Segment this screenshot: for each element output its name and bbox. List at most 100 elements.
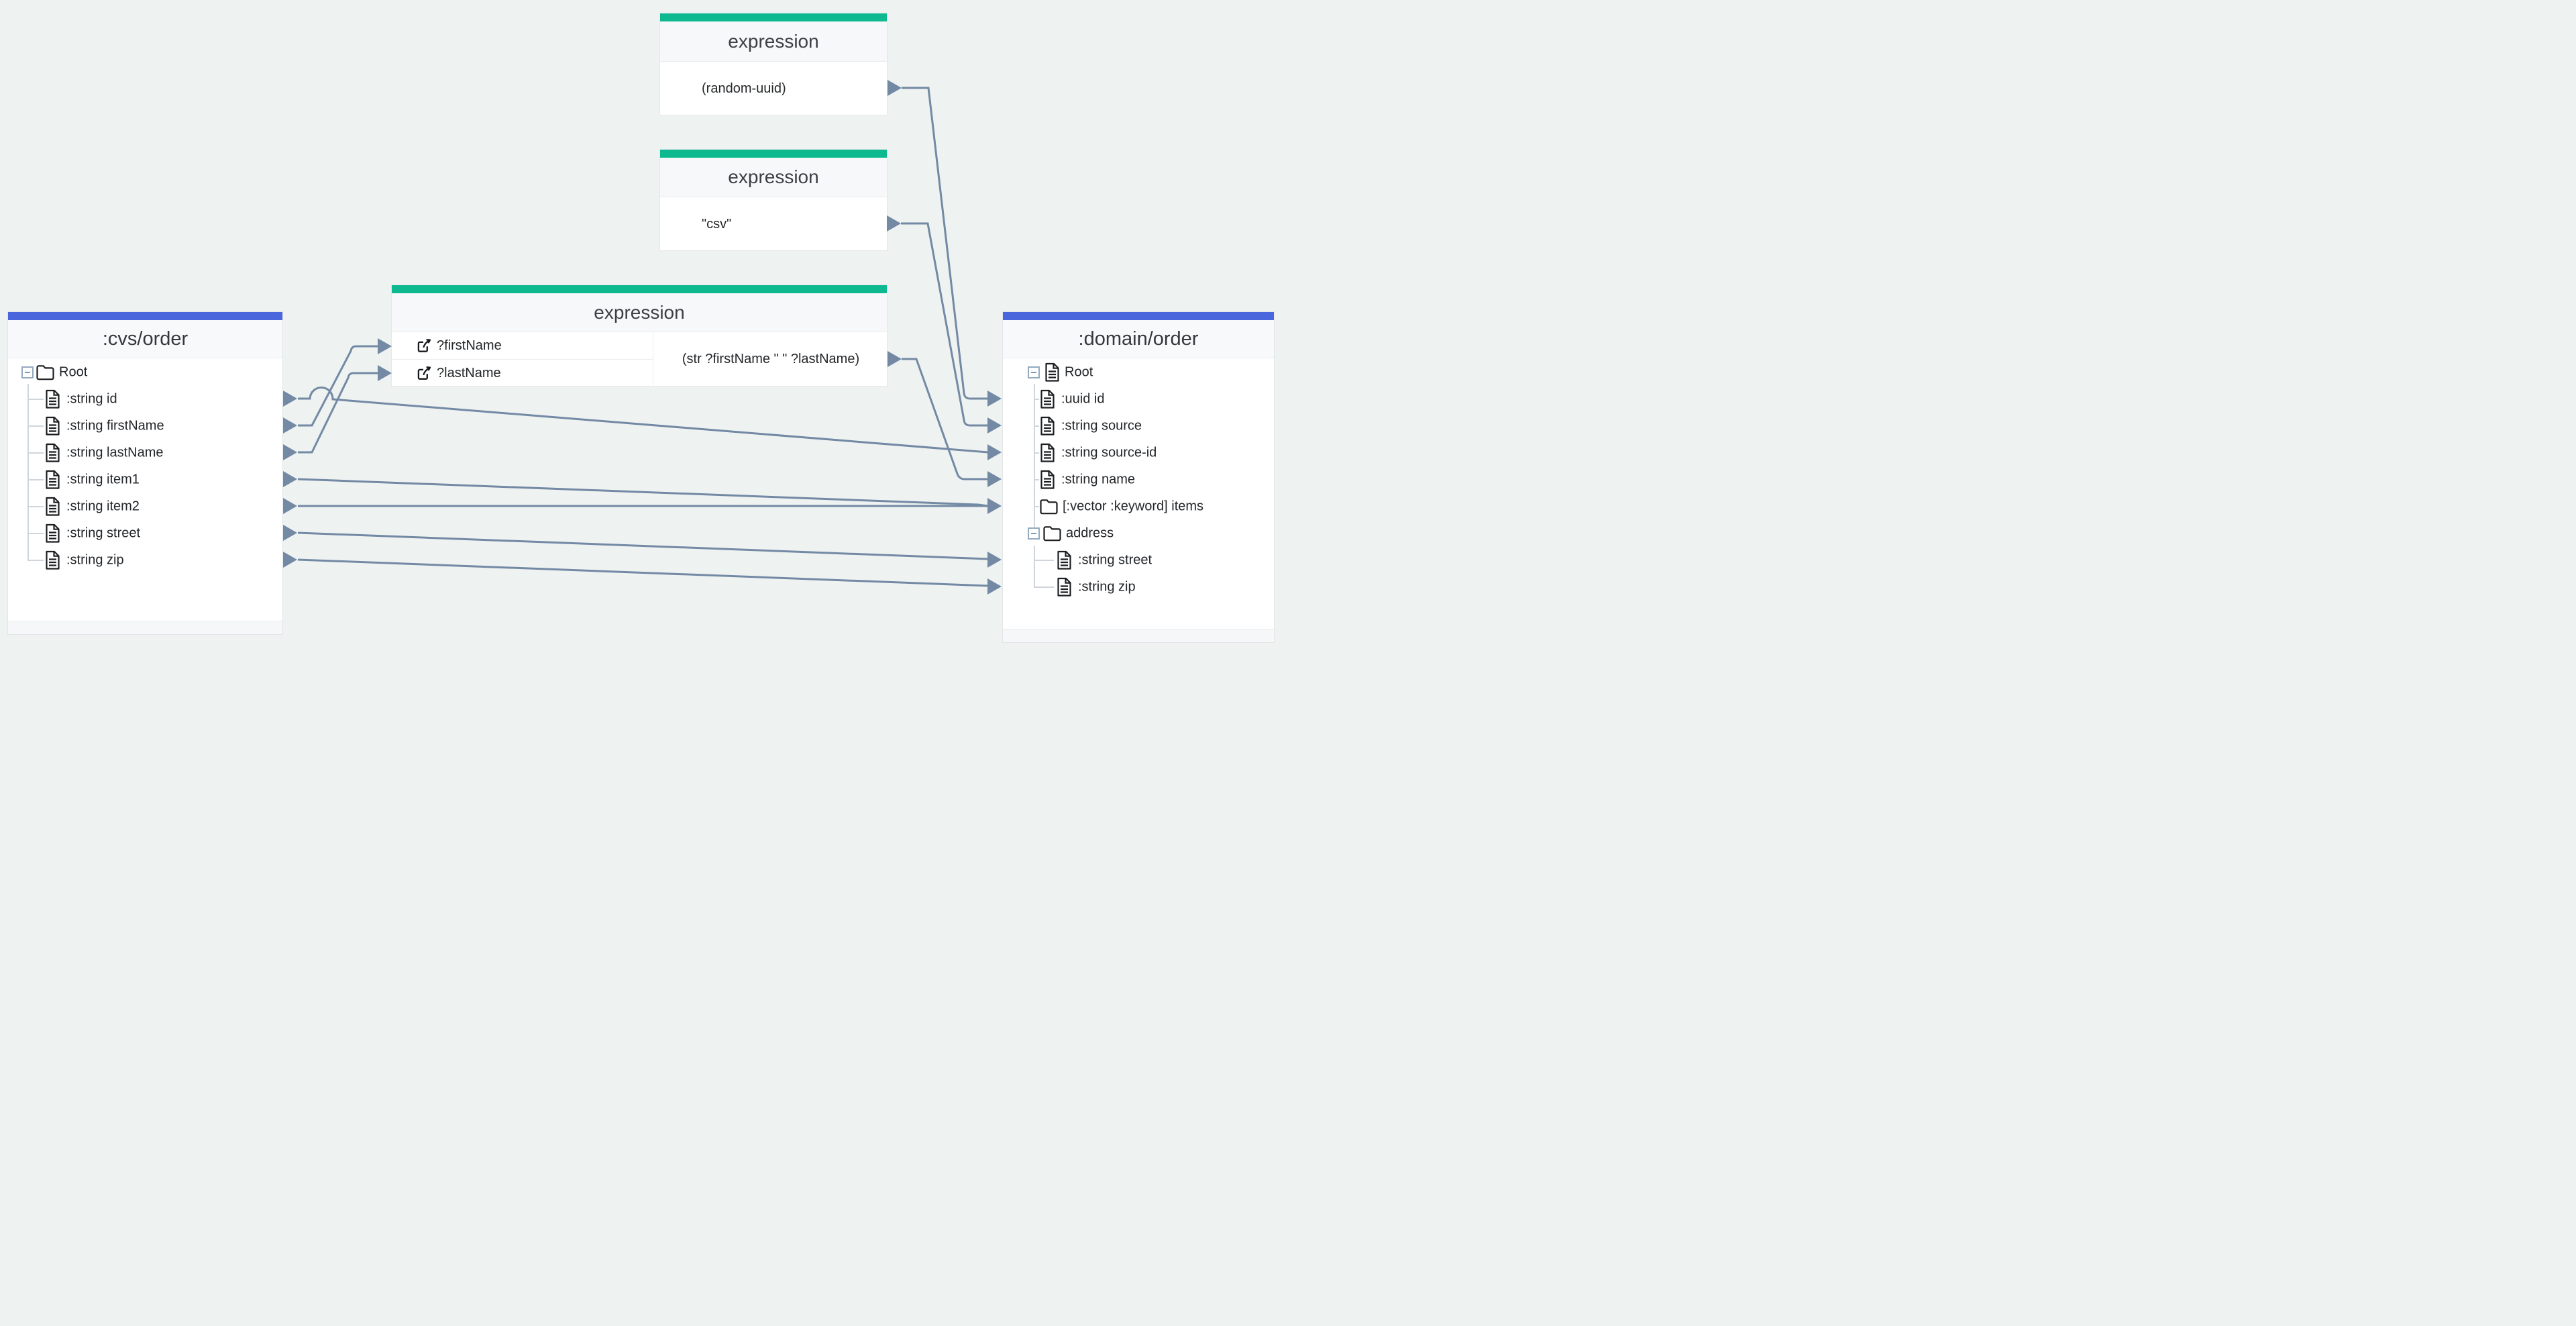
expression-node-str-concat[interactable]: expression ?firstName ?lastName (str ?fi… [391, 285, 888, 387]
connection-wire[interactable] [298, 372, 378, 454]
connection-wire[interactable] [297, 558, 989, 587]
tree-row--string-zip[interactable]: :string zip [1003, 574, 1274, 601]
target-panel-footer [1003, 629, 1274, 642]
tree-row-root[interactable]: Root [8, 359, 282, 386]
output-port-arrow-icon[interactable] [888, 351, 902, 367]
tree-connector [28, 533, 44, 534]
tree-item-label: :string lastName [66, 445, 164, 460]
output-port-arrow-icon[interactable] [283, 552, 297, 568]
source-panel: :cvs/order Root :string id :string firstNa… [7, 311, 283, 635]
connection-wire[interactable] [901, 222, 988, 427]
expression-code: (random-uuid) [702, 81, 786, 96]
tree-row--string-zip[interactable]: :string zip [8, 547, 282, 574]
output-port-arrow-icon[interactable] [283, 391, 297, 407]
tree-item-label: address [1066, 525, 1114, 541]
document-icon [45, 523, 60, 544]
tree-row--string-id[interactable]: :string id [8, 386, 282, 413]
tree-row--string-firstName[interactable]: :string firstName [8, 413, 282, 440]
document-icon [45, 416, 60, 436]
output-port-arrow-icon[interactable] [283, 417, 297, 434]
document-icon [1044, 362, 1060, 382]
tree-item-label: :string street [66, 525, 141, 541]
input-port-arrow-icon[interactable] [378, 338, 392, 354]
tree-row--string-street[interactable]: :string street [8, 520, 282, 547]
expression-input-firstName[interactable]: ?firstName [392, 332, 653, 360]
tree-connector [1034, 506, 1039, 507]
output-port-arrow-icon[interactable] [283, 498, 297, 514]
connection-wire[interactable] [902, 358, 988, 480]
tree-connector [1034, 425, 1039, 427]
source-panel-accent-bar [8, 312, 282, 320]
connection-wire[interactable] [902, 87, 988, 400]
collapse-expander-icon[interactable] [21, 366, 34, 378]
input-port-arrow-icon[interactable] [987, 552, 1002, 568]
document-icon [1040, 470, 1055, 490]
target-tree: Root :uuid id :string source :string source… [1003, 358, 1274, 630]
tree-row--string-item1[interactable]: :string item1 [8, 466, 282, 493]
tree-item-label: :uuid id [1061, 391, 1105, 407]
tree-connector [28, 479, 44, 480]
document-icon [45, 443, 60, 463]
expression-node-title: expression [392, 293, 887, 332]
tree-row--string-source-id[interactable]: :string source-id [1003, 440, 1274, 466]
tree-row-address[interactable]: address [1003, 520, 1274, 547]
document-icon [1040, 443, 1055, 463]
tree-row-root[interactable]: Root [1003, 359, 1274, 386]
connection-wire[interactable] [298, 387, 989, 454]
external-link-icon [416, 338, 432, 354]
document-icon [1040, 416, 1055, 436]
tree-item-label: :string item2 [66, 499, 140, 514]
source-panel-footer [8, 621, 282, 634]
source-tree: Root :string id :string firstName :string l… [8, 358, 282, 598]
source-panel-title: :cvs/order [8, 320, 282, 358]
document-icon [45, 389, 60, 409]
tree-row--string-street[interactable]: :string street [1003, 547, 1274, 574]
tree-item-label: :string source-id [1061, 445, 1157, 460]
tree-connector [1034, 479, 1039, 480]
input-port-arrow-icon[interactable] [987, 498, 1002, 514]
tree-item-label: [:vector :keyword] items [1063, 499, 1204, 514]
tree-row--uuid-id[interactable]: :uuid id [1003, 386, 1274, 413]
output-port-arrow-icon[interactable] [887, 215, 901, 232]
expression-output-cell: (str ?firstName " " ?lastName) [653, 332, 888, 387]
tree-connector [1034, 399, 1039, 400]
tree-item-label: Root [1065, 364, 1093, 380]
output-port-arrow-icon[interactable] [888, 80, 902, 96]
input-port-arrow-icon[interactable] [987, 391, 1002, 407]
collapse-expander-icon[interactable] [1028, 366, 1040, 378]
tree-item-label: :string name [1061, 472, 1136, 487]
tree-row--string-source[interactable]: :string source [1003, 413, 1274, 440]
document-icon [45, 550, 60, 570]
output-port-arrow-icon[interactable] [283, 525, 297, 541]
mapping-canvas: :cvs/order Root :string id :string firstNa… [0, 0, 1288, 663]
collapse-expander-icon[interactable] [1028, 527, 1040, 540]
tree-connector [28, 560, 44, 561]
expression-node-random-uuid[interactable]: expression (random-uuid) [659, 13, 888, 115]
tree-row--string-item2[interactable]: :string item2 [8, 493, 282, 520]
input-port-arrow-icon[interactable] [987, 444, 1002, 460]
document-icon [1057, 550, 1072, 570]
expression-accent-bar [660, 150, 887, 158]
expression-node-body: (random-uuid) [660, 62, 887, 115]
connection-wire[interactable] [297, 478, 989, 507]
connection-wire[interactable] [297, 531, 989, 560]
output-port-arrow-icon[interactable] [283, 471, 297, 487]
tree-item-label: :string id [66, 391, 117, 407]
input-port-arrow-icon[interactable] [378, 365, 392, 381]
input-port-arrow-icon[interactable] [987, 578, 1002, 595]
input-port-arrow-icon[interactable] [987, 471, 1002, 487]
expression-node-csv[interactable]: expression "csv" [659, 149, 888, 251]
tree-connector [1034, 546, 1035, 587]
tree-row--vector-keyword-items[interactable]: [:vector :keyword] items [1003, 493, 1274, 520]
expression-input-lastName[interactable]: ?lastName [392, 360, 653, 387]
document-icon [45, 470, 60, 490]
tree-row--string-name[interactable]: :string name [1003, 466, 1274, 493]
tree-connector [1034, 586, 1054, 588]
connection-wire[interactable] [298, 345, 378, 427]
tree-row--string-lastName[interactable]: :string lastName [8, 440, 282, 466]
expression-accent-bar [392, 285, 887, 293]
input-port-arrow-icon[interactable] [987, 417, 1002, 434]
tree-item-label: :string zip [1078, 579, 1136, 595]
output-port-arrow-icon[interactable] [283, 444, 297, 460]
target-panel: :domain/order Root:uuid id:string source… [1002, 311, 1275, 643]
